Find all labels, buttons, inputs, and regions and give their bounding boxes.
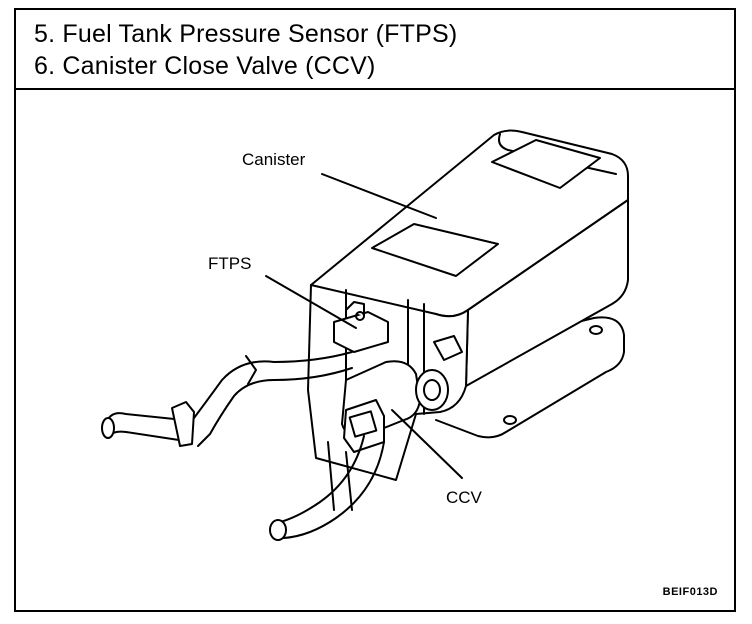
left-hose-end — [101, 417, 115, 439]
leader-ccv — [391, 409, 463, 479]
canister-top-edge — [498, 133, 617, 175]
header-item-ftps: 5. Fuel Tank Pressure Sensor (FTPS) — [34, 20, 458, 48]
leader-canister — [321, 173, 437, 219]
clamp-mid — [245, 355, 257, 385]
figure-header: 5. Fuel Tank Pressure Sensor (FTPS) 6. C… — [16, 10, 734, 90]
clamp-left — [171, 401, 195, 447]
top-panel-upper — [491, 139, 601, 189]
vertical-hose — [327, 441, 353, 511]
lower-hose-end — [269, 519, 287, 541]
canister-side — [465, 199, 629, 387]
lower-hose-inner — [283, 441, 385, 539]
right-fitting — [433, 335, 463, 361]
ccv-port — [415, 369, 449, 411]
upper-hose-inner — [197, 367, 353, 447]
label-ftps: FTPS — [208, 254, 252, 273]
left-hose-top — [105, 412, 185, 425]
bracket-hole-left — [503, 415, 517, 425]
ccv-connector-face — [348, 410, 378, 438]
ftps-screw — [355, 311, 365, 321]
label-canister: Canister — [242, 150, 306, 169]
figure-code: BEIF013D — [662, 586, 718, 598]
ccv-port-inner — [423, 379, 441, 401]
upper-hose — [183, 351, 353, 431]
canister-illustration — [101, 129, 629, 541]
mounting-bracket — [410, 316, 625, 439]
top-panel-lower — [371, 223, 499, 277]
bracket-hole-right — [589, 325, 603, 335]
header-item-ccv: 6. Canister Close Valve (CCV) — [34, 52, 376, 80]
figure-frame: 5. Fuel Tank Pressure Sensor (FTPS) 6. C… — [14, 8, 736, 612]
leader-ftps — [265, 275, 357, 329]
lower-hose-outer — [271, 435, 365, 525]
label-ccv: CCV — [446, 488, 482, 507]
